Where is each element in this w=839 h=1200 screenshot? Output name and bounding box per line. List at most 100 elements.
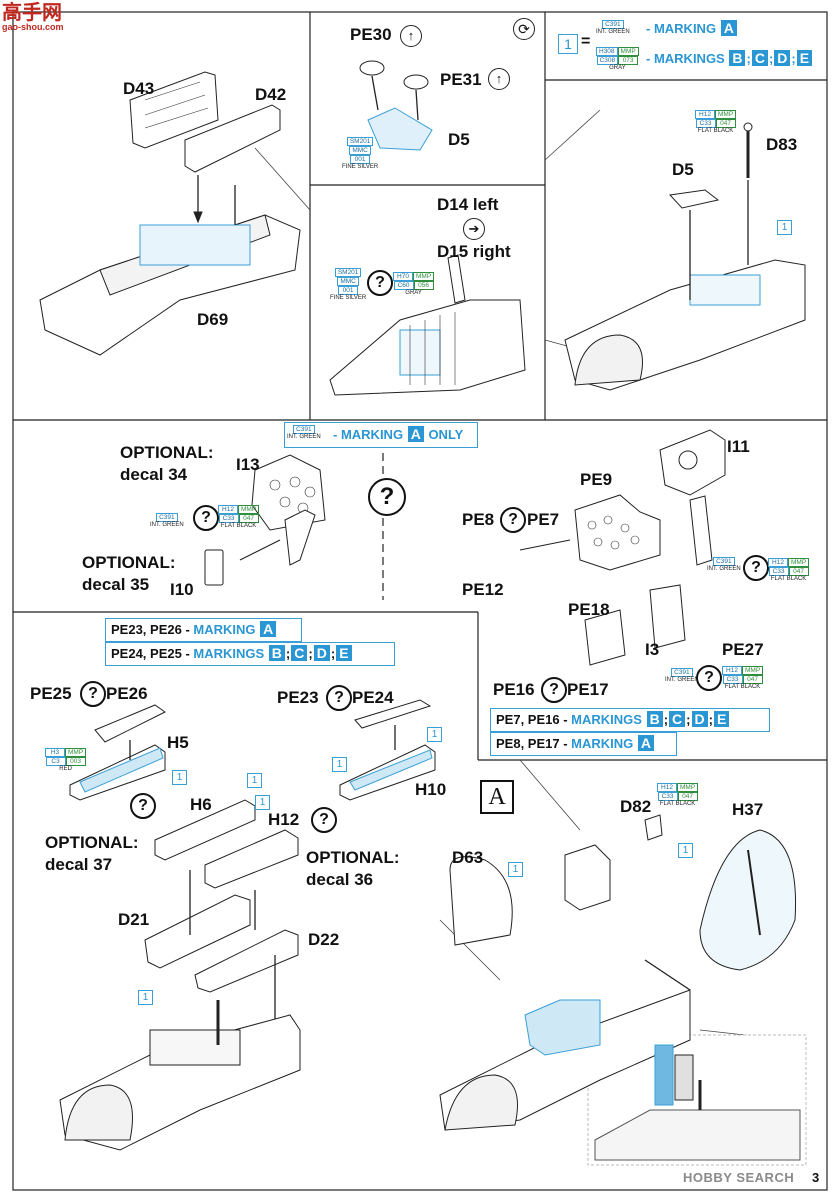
label-pe18: PE18: [568, 600, 610, 619]
label-d15-right: D15 right: [437, 242, 511, 261]
label-h6: H6: [190, 795, 212, 814]
legend-marking-a: - MARKING A: [646, 20, 738, 36]
part-h12: [204, 829, 299, 889]
label-d43: D43: [123, 79, 155, 98]
part-d22: [194, 929, 299, 993]
legend-num: 1: [558, 34, 578, 54]
question-icon: ?: [311, 807, 337, 833]
part-h6: [154, 799, 256, 861]
legend-paint-c391: C391 INT. GREEN: [596, 20, 630, 35]
marker-1: 1: [172, 770, 187, 785]
paint-c391-e: C391 INT. GREEN: [665, 668, 699, 683]
marker-1: 1: [678, 843, 693, 858]
label-pe25: PE25: [30, 684, 72, 703]
question-icon: ?: [193, 505, 219, 531]
part-d63: [449, 856, 513, 946]
part-pe9: [574, 494, 661, 571]
label-pe30: PE30: [350, 25, 392, 44]
pe8-pe17-marking-box: PE8, PE17 - MARKING A: [490, 732, 677, 756]
flip-arrow-icon: ↑: [488, 68, 510, 90]
marker-1: 1: [777, 220, 792, 235]
question-icon: ?: [130, 793, 156, 819]
label-d69: D69: [197, 310, 229, 329]
part-pe26: [94, 704, 166, 743]
label-pe26: PE26: [106, 684, 148, 703]
watermark-logo-text: 高手网: [2, 0, 62, 24]
part-d21: [144, 894, 251, 969]
label-d21: D21: [118, 910, 150, 929]
pe24-pe25-markings-box: PE24, PE25 - MARKINGS B;C;D;E: [105, 642, 395, 666]
part-d42: [184, 104, 281, 173]
pe23-pe26-marking-box: PE23, PE26 - MARKING A: [105, 618, 302, 642]
question-icon: ?: [696, 665, 722, 691]
label-i11: I11: [727, 437, 750, 456]
label-i13: I13: [236, 455, 260, 474]
label-decal-34: decal 34: [120, 465, 188, 484]
footer-logo: HOBBY SEARCH: [683, 1170, 795, 1185]
marker-1: 1: [138, 990, 153, 1005]
paint-sm201: SM201 MMC 001 FINE SILVER: [342, 137, 379, 170]
marker-1: 1: [332, 757, 347, 772]
legend-equals: =: [581, 33, 591, 50]
label-pe27: PE27: [722, 640, 764, 659]
part-i10: [204, 549, 224, 586]
label-pe12: PE12: [462, 580, 504, 599]
watermark-logo-sub: gao-shou.com: [2, 22, 64, 32]
label-d14-left: D14 left: [437, 195, 499, 214]
label-pe17: PE17: [567, 680, 609, 699]
label-pe7: PE7: [527, 510, 560, 529]
question-icon: ?: [326, 685, 352, 711]
label-d5-right: D5: [672, 160, 694, 179]
label-optional-36: OPTIONAL:: [306, 848, 400, 867]
arrow-right-icon: ➔: [463, 218, 485, 240]
rotate-icon: ⟳: [513, 18, 535, 40]
flip-arrow-icon: ↑: [400, 25, 422, 47]
label-optional-37: OPTIONAL:: [45, 833, 139, 852]
pe7-pe16-markings-box: PE7, PE16 - MARKINGS B;C;D;E: [490, 708, 770, 732]
label-d5: D5: [448, 130, 470, 149]
part-pe18: [584, 609, 626, 666]
label-h12: H12: [268, 810, 300, 829]
watermark-logo: 高手网 gao-shou.com: [2, 2, 82, 32]
part-h37: [699, 829, 797, 971]
label-pe23: PE23: [277, 688, 319, 707]
question-icon: ?: [541, 677, 567, 703]
part-seat-panel: [564, 844, 611, 911]
label-pe31: PE31: [440, 70, 482, 89]
question-icon-large: ?: [368, 478, 406, 516]
question-icon: ?: [500, 507, 526, 533]
part-d43: [129, 71, 219, 149]
part-i3: [649, 584, 686, 649]
label-pe24: PE24: [352, 688, 394, 707]
label-pe8: PE8: [462, 510, 495, 529]
label-pe9: PE9: [580, 470, 613, 489]
marker-1: 1: [508, 862, 523, 877]
label-pe16: PE16: [493, 680, 535, 699]
label-d22: D22: [308, 930, 340, 949]
paint-c391-b: C391 INT. GREEN: [287, 425, 321, 440]
label-decal-35: decal 35: [82, 575, 150, 594]
label-optional-34: OPTIONAL:: [120, 443, 214, 462]
page-number: 3: [812, 1170, 820, 1185]
label-decal-36: decal 36: [306, 870, 374, 889]
paint-sm201-b: SM201 MMC 001 FINE SILVER: [330, 268, 367, 301]
label-h5: H5: [167, 733, 189, 752]
label-i10: I10: [170, 580, 194, 599]
label-h10: H10: [415, 780, 447, 799]
label-h37: H37: [732, 800, 764, 819]
label-d63: D63: [452, 848, 484, 867]
marker-1: 1: [427, 727, 442, 742]
marker-1: 1: [247, 773, 262, 788]
part-pe23: [354, 699, 432, 729]
label-optional-35: OPTIONAL:: [82, 553, 176, 572]
label-i3: I3: [645, 640, 660, 659]
label-decal-37: decal 37: [45, 855, 113, 874]
